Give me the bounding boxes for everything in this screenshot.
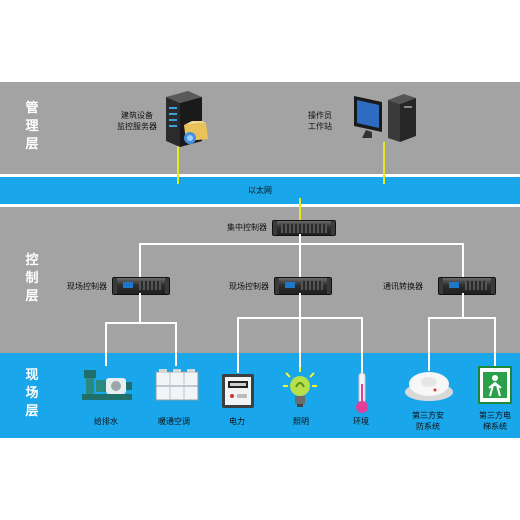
bus-to-ctrl2-wire [299, 243, 301, 277]
water-label: 给排水 [94, 417, 118, 426]
server-icon [166, 91, 208, 147]
field-layer-label: 现场层 [20, 367, 44, 421]
to-environment-wire [361, 317, 363, 373]
control-bus-wire [139, 243, 463, 245]
elevator-label-line1: 第三方电 [479, 411, 511, 420]
to-hvac-wire [175, 322, 177, 366]
management-layer-label: 管理层 [20, 100, 44, 154]
ctrl2-down-wire [299, 293, 301, 318]
control-layer-text: 控制层 [25, 253, 39, 304]
comm-down-wire [462, 293, 464, 318]
ctrl1-down-wire [139, 293, 141, 323]
power-label: 电力 [229, 417, 245, 426]
bus-to-ctrl1-wire [139, 243, 141, 277]
elevator-label-line2: 梯系统 [483, 422, 507, 431]
management-layer-text: 管理层 [25, 101, 39, 152]
central-controller-link [299, 198, 301, 222]
to-power-wire [237, 317, 239, 373]
workstation-link [383, 142, 385, 184]
field-controller-1-label: 现场控制器 [67, 282, 107, 291]
field-controller-2-device [274, 277, 332, 295]
hvac-label: 暖通空调 [158, 417, 190, 426]
lighting-label: 照明 [293, 417, 309, 426]
server-label: 建筑设备 监控服务器 [112, 110, 162, 132]
server-label-line1: 建筑设备 [121, 111, 153, 120]
workstation-label: 操作员 工作站 [302, 110, 338, 132]
workstation-label-line2: 工作站 [308, 122, 332, 131]
to-water-wire [105, 322, 107, 366]
field-controller-1-device [112, 277, 170, 295]
to-lighting-wire [299, 317, 301, 367]
workstation-label-line1: 操作员 [308, 111, 332, 120]
management-layer-band [0, 82, 520, 174]
server-label-line2: 监控服务器 [117, 122, 157, 131]
ctrl1-branch-wire [105, 322, 177, 324]
central-down-wire [299, 234, 301, 244]
field-layer-text: 现场层 [25, 368, 39, 419]
ethernet-label: 以太网 [248, 186, 272, 195]
fire-label: 第三方安 防系统 [408, 410, 448, 432]
fire-label-line2: 防系统 [416, 422, 440, 431]
field-controller-2-label: 现场控制器 [229, 282, 269, 291]
to-elevator-wire [494, 317, 496, 367]
central-controller-device [272, 220, 336, 236]
lightbulb-icon [283, 367, 317, 407]
thermometer-icon [356, 372, 368, 413]
smoke-detector-icon [405, 372, 453, 401]
power-meter-icon [222, 374, 254, 408]
comm-converter-label: 通讯转换器 [383, 282, 423, 291]
central-controller-label: 集中控制器 [227, 223, 267, 232]
workstation-icon [354, 94, 416, 142]
control-layer-label: 控制层 [20, 252, 44, 306]
bus-to-comm-wire [462, 243, 464, 277]
to-fire-wire [428, 317, 430, 371]
server-link [177, 140, 179, 184]
ethernet-band [0, 174, 520, 207]
water-pump-icon [82, 370, 132, 400]
control-layer-band [0, 207, 520, 353]
hvac-unit-icon [155, 369, 199, 401]
fire-label-line1: 第三方安 [412, 411, 444, 420]
elevator-sign-icon [478, 366, 512, 404]
comm-branch-wire [428, 317, 496, 319]
elevator-label: 第三方电 梯系统 [474, 410, 516, 432]
environment-label: 环境 [353, 417, 369, 426]
comm-converter-device [438, 277, 496, 295]
